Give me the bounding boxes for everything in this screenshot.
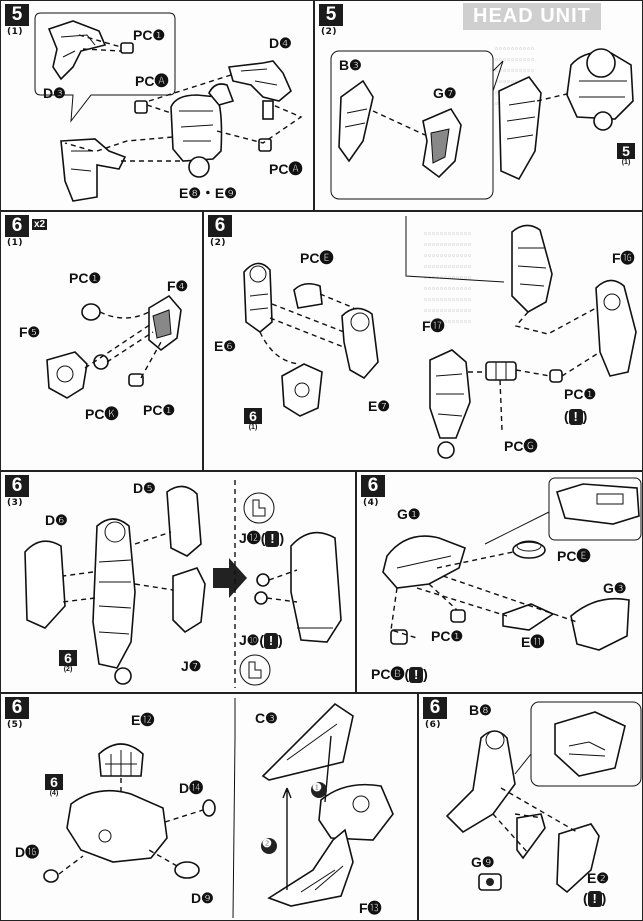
label-g1: G❶: [397, 506, 421, 522]
order-marker-2: ❷: [262, 838, 272, 850]
label-f5: F❺: [19, 324, 41, 340]
label-e8-e9: E❽・E❾: [179, 185, 237, 201]
label-j12-text: J⓬(: [239, 530, 266, 546]
caution-icon: !: [265, 531, 280, 548]
label-pce: PC🅔: [557, 548, 591, 564]
step-number: 6: [5, 215, 29, 237]
label-b8: B❽: [469, 702, 492, 718]
label-f17: F⓱: [422, 318, 445, 334]
label-e12: E⓬: [131, 712, 155, 728]
panel-step-5-2: 。。。。。。。。。。 。。。。。。。。。。 。。。。。。。。。。 。。。。。。。…: [314, 0, 643, 211]
label-pcj: PC❶: [69, 270, 101, 286]
caution-mark: (!): [583, 890, 607, 908]
reference-step-6-1: 6 (1): [244, 408, 262, 431]
reference-number: 5: [617, 143, 635, 159]
reference-sub: (1): [248, 424, 258, 431]
assembly-diagram: [24, 480, 342, 688]
assembly-diagram: [46, 294, 182, 399]
multiplier-badge: x2: [31, 218, 49, 231]
background-bleed-text: 。。。。。。。。。。。。 。。。。。。。。。。。。 。。。。。。。。。。。。 。…: [424, 227, 476, 324]
panel-step-5-1: 5 (1) PC❶ PC🅐 D❹ D❸ PC🅐 E❽・E: [0, 0, 314, 211]
step-number: 6: [5, 475, 29, 497]
label-pc1: PC❶: [133, 27, 165, 43]
label-g9: G❾: [471, 854, 495, 870]
step-number: 6: [423, 697, 447, 719]
assembly-diagram: [382, 477, 642, 651]
caution-icon: !: [587, 891, 602, 908]
step-number: 6: [208, 215, 232, 237]
label-f16: F⓰: [612, 250, 635, 266]
step-number: 6: [5, 697, 29, 719]
label-j10-text: J❿(: [239, 632, 264, 648]
label-e6: E❻: [214, 338, 236, 354]
label-f13: F⓭: [359, 900, 382, 916]
label-d14: D⓮: [179, 780, 204, 796]
step-sub: (1): [7, 238, 23, 248]
reference-number: 6: [45, 774, 63, 790]
label-d4: D❹: [269, 35, 292, 51]
label-pc1: PC❶: [431, 628, 463, 644]
label-e11: E⓫: [521, 634, 545, 650]
step-sub: (1): [7, 27, 23, 37]
label-d16: D⓰: [15, 844, 40, 860]
label-pca-top: PC🅐: [135, 73, 169, 89]
label-g3: G❸: [603, 580, 627, 596]
reference-step-6-4: 6 (4): [45, 774, 63, 797]
label-f4: F❹: [167, 278, 189, 294]
reference-number: 6: [244, 408, 262, 424]
label-j10: J❿(!): [239, 632, 283, 650]
assembly-diagram: [243, 216, 637, 459]
step-number: 5: [319, 4, 343, 26]
step-sub: (4): [363, 498, 379, 508]
label-j7: J❼: [181, 658, 202, 674]
assembly-diagram: [330, 48, 634, 200]
label-d6: D❻: [45, 512, 68, 528]
label-pck: PC🅚: [85, 406, 119, 422]
panel-step-6-6: 6 (6) B❽ G❾ E❷ (!): [418, 693, 643, 921]
reference-number: 6: [59, 650, 77, 666]
order-marker-1: ❶: [312, 782, 322, 794]
assembly-diagram: [43, 698, 394, 919]
label-b3: B❸: [339, 57, 362, 73]
panel-step-6-4: 6 (4) G❶ PC🅔 G❸ PC❶ E⓫ PC🅑(!): [356, 471, 643, 693]
label-pcb-text: PC🅑(: [371, 666, 410, 682]
label-pca-bottom: PC🅐: [269, 161, 303, 177]
step-sub: (5): [7, 720, 23, 730]
label-pc1: PC❶: [564, 386, 596, 402]
label-pcb: PC🅑(!): [371, 666, 428, 684]
step-number: 5: [5, 4, 29, 26]
label-e7: E❼: [368, 398, 390, 414]
label-pc1: PC❶: [143, 402, 175, 418]
caution-icon: !: [568, 409, 583, 426]
label-d3: D❸: [43, 85, 66, 101]
reference-sub: (1): [621, 159, 631, 166]
reference-step-6-2: 6 (2): [59, 650, 77, 673]
reference-sub: (2): [63, 666, 73, 673]
panel-step-6-3: 6 (3) D❺ D❻ J❼ 6 (2) J⓬(!) J: [0, 471, 356, 693]
step-sub: (2): [321, 27, 337, 37]
panel-step-6-5: 6 (5) E⓬ D⓮ D⓰ D❾ 6 (4) C❸: [0, 693, 418, 921]
label-g7: G❼: [433, 85, 457, 101]
step-sub: (2): [210, 238, 226, 248]
assembly-diagram: [34, 12, 303, 202]
label-j12: J⓬(!): [239, 530, 285, 548]
panel-step-6-1: 6 x2 (1) PC❶ F❹ F❺ PC🅚 PC❶: [0, 211, 203, 471]
label-d5: D❺: [133, 480, 156, 496]
caution-mark: (!): [564, 408, 588, 426]
label-d9: D❾: [191, 890, 214, 906]
caution-icon: !: [409, 667, 424, 684]
step-sub: (6): [425, 720, 441, 730]
step-number: 6: [361, 475, 385, 497]
section-banner: HEAD UNIT: [463, 3, 601, 30]
reference-step-5-1: 5 (1): [617, 143, 635, 166]
panel-step-6-2: 。。。。。。。。。。。。 。。。。。。。。。。。。 。。。。。。。。。。。。 。…: [203, 211, 643, 471]
label-pcg: PC🅖: [504, 438, 538, 454]
assembly-diagram: [445, 701, 642, 894]
caution-icon: !: [264, 633, 278, 650]
label-c3: C❸: [255, 710, 278, 726]
step-sub: (3): [7, 498, 23, 508]
label-e2: E❷: [587, 870, 609, 886]
reference-sub: (4): [49, 790, 59, 797]
label-pce: PC🅔: [300, 250, 334, 266]
